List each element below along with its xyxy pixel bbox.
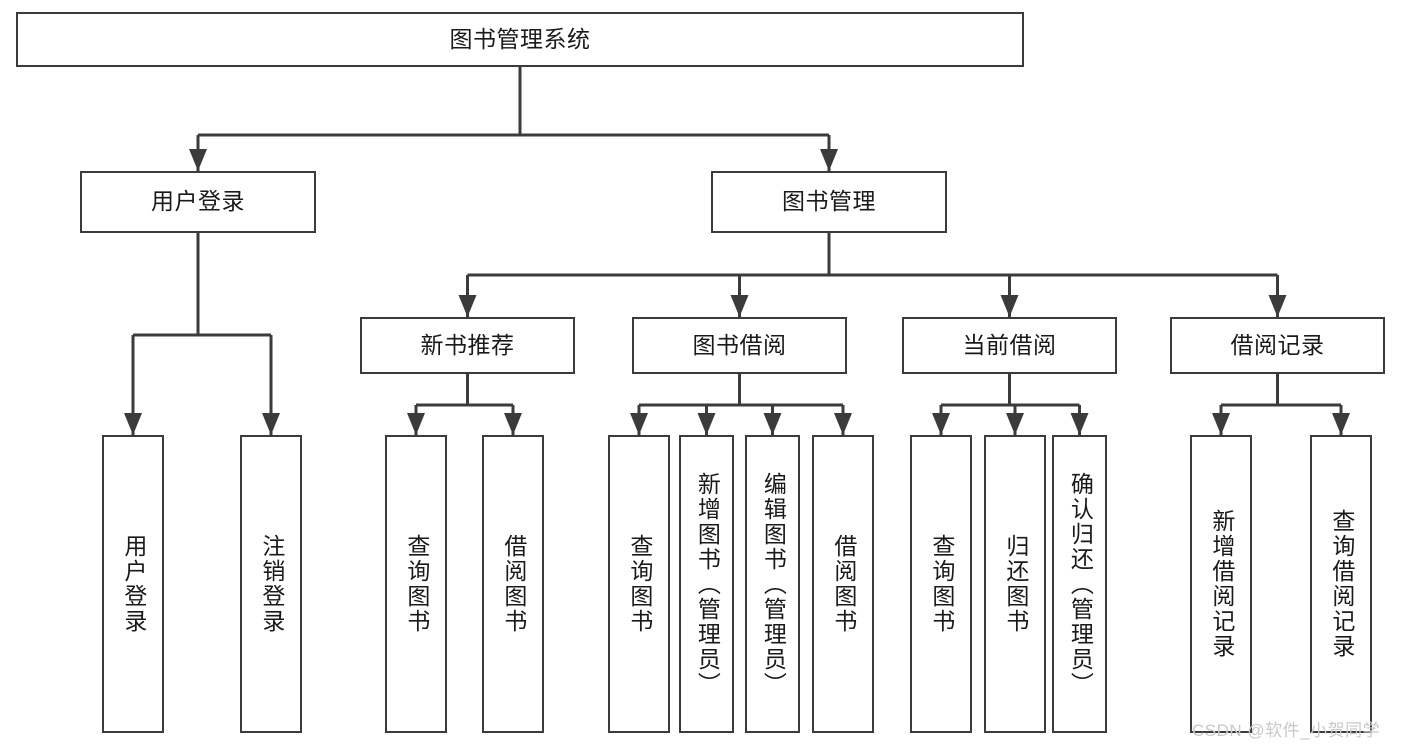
node-label-book-borrow: 图书借阅 xyxy=(692,331,787,358)
arrowhead-book-borrow xyxy=(730,295,749,317)
arrowhead-leaf-query-book-1 xyxy=(407,413,425,435)
node-user-login[interactable]: 用户登录 xyxy=(80,171,316,233)
arrowhead-leaf-add-record xyxy=(1212,413,1230,435)
arrowhead-leaf-logout xyxy=(262,413,280,435)
node-label-leaf-query-book-1: 查询图书 xyxy=(403,534,430,634)
node-leaf-query-book-2[interactable]: 查询图书 xyxy=(608,435,670,733)
node-leaf-edit-book[interactable]: 编辑图书（管理员） xyxy=(745,435,800,733)
node-label-leaf-query-book-3: 查询图书 xyxy=(928,534,955,634)
node-label-leaf-return-book: 归还图书 xyxy=(1002,534,1029,634)
node-book-borrow[interactable]: 图书借阅 xyxy=(632,317,847,374)
arrowhead-leaf-query-record xyxy=(1332,413,1350,435)
node-label-leaf-query-book-2: 查询图书 xyxy=(626,534,653,634)
arrowhead-cur-borrow xyxy=(1000,295,1019,317)
arrowhead-leaf-edit-book xyxy=(763,413,782,435)
node-label-leaf-add-book: 新增图书（管理员） xyxy=(694,471,721,697)
node-label-leaf-edit-book: 编辑图书（管理员） xyxy=(760,471,787,697)
arrowhead-new-book-rec xyxy=(458,295,477,317)
node-label-leaf-logout: 注销登录 xyxy=(258,534,285,634)
node-label-leaf-borrow-book-1: 借阅图书 xyxy=(500,534,527,634)
node-label-book-manage: 图书管理 xyxy=(782,188,876,215)
node-leaf-add-book[interactable]: 新增图书（管理员） xyxy=(679,435,734,733)
node-leaf-query-book-3[interactable]: 查询图书 xyxy=(910,435,972,733)
node-new-book-rec[interactable]: 新书推荐 xyxy=(360,317,575,374)
arrowhead-leaf-confirm-ret xyxy=(1070,413,1089,435)
arrowhead-leaf-add-book xyxy=(697,413,716,435)
node-root[interactable]: 图书管理系统 xyxy=(16,12,1024,67)
arrowhead-book-manage xyxy=(820,149,838,171)
node-book-manage[interactable]: 图书管理 xyxy=(711,171,947,233)
node-label-root: 图书管理系统 xyxy=(449,25,591,52)
node-label-borrow-log: 借阅记录 xyxy=(1230,331,1325,358)
node-leaf-confirm-ret[interactable]: 确认归还（管理员） xyxy=(1052,435,1107,733)
node-leaf-borrow-book-1[interactable]: 借阅图书 xyxy=(482,435,544,733)
node-label-leaf-query-record: 查询借阅记录 xyxy=(1328,509,1355,659)
arrowhead-borrow-log xyxy=(1268,295,1287,317)
node-leaf-add-record[interactable]: 新增借阅记录 xyxy=(1190,435,1252,733)
arrowhead-leaf-return-book xyxy=(1006,413,1024,435)
node-leaf-borrow-book-2[interactable]: 借阅图书 xyxy=(812,435,874,733)
node-leaf-user-login[interactable]: 用户登录 xyxy=(102,435,164,733)
watermark: CSDN @软件_小贺同学 xyxy=(1192,721,1381,740)
node-label-cur-borrow: 当前借阅 xyxy=(962,331,1057,358)
arrowhead-leaf-borrow-book-1 xyxy=(504,413,522,435)
node-leaf-return-book[interactable]: 归还图书 xyxy=(984,435,1046,733)
node-label-leaf-add-record: 新增借阅记录 xyxy=(1208,509,1235,659)
node-label-new-book-rec: 新书推荐 xyxy=(420,331,515,358)
arrowhead-leaf-query-book-3 xyxy=(932,413,950,435)
node-label-leaf-confirm-ret: 确认归还（管理员） xyxy=(1067,471,1094,697)
arrowhead-leaf-user-login xyxy=(124,413,142,435)
arrowhead-user-login xyxy=(189,149,207,171)
node-leaf-query-record[interactable]: 查询借阅记录 xyxy=(1310,435,1372,733)
node-label-leaf-borrow-book-2: 借阅图书 xyxy=(830,534,857,634)
arrowhead-leaf-borrow-book-2 xyxy=(834,413,852,435)
node-label-user-login: 用户登录 xyxy=(151,188,245,215)
node-leaf-query-book-1[interactable]: 查询图书 xyxy=(385,435,447,733)
node-cur-borrow[interactable]: 当前借阅 xyxy=(902,317,1117,374)
node-label-leaf-user-login: 用户登录 xyxy=(120,534,147,634)
node-borrow-log[interactable]: 借阅记录 xyxy=(1170,317,1385,374)
arrowhead-leaf-query-book-2 xyxy=(630,413,648,435)
node-leaf-logout[interactable]: 注销登录 xyxy=(240,435,302,733)
